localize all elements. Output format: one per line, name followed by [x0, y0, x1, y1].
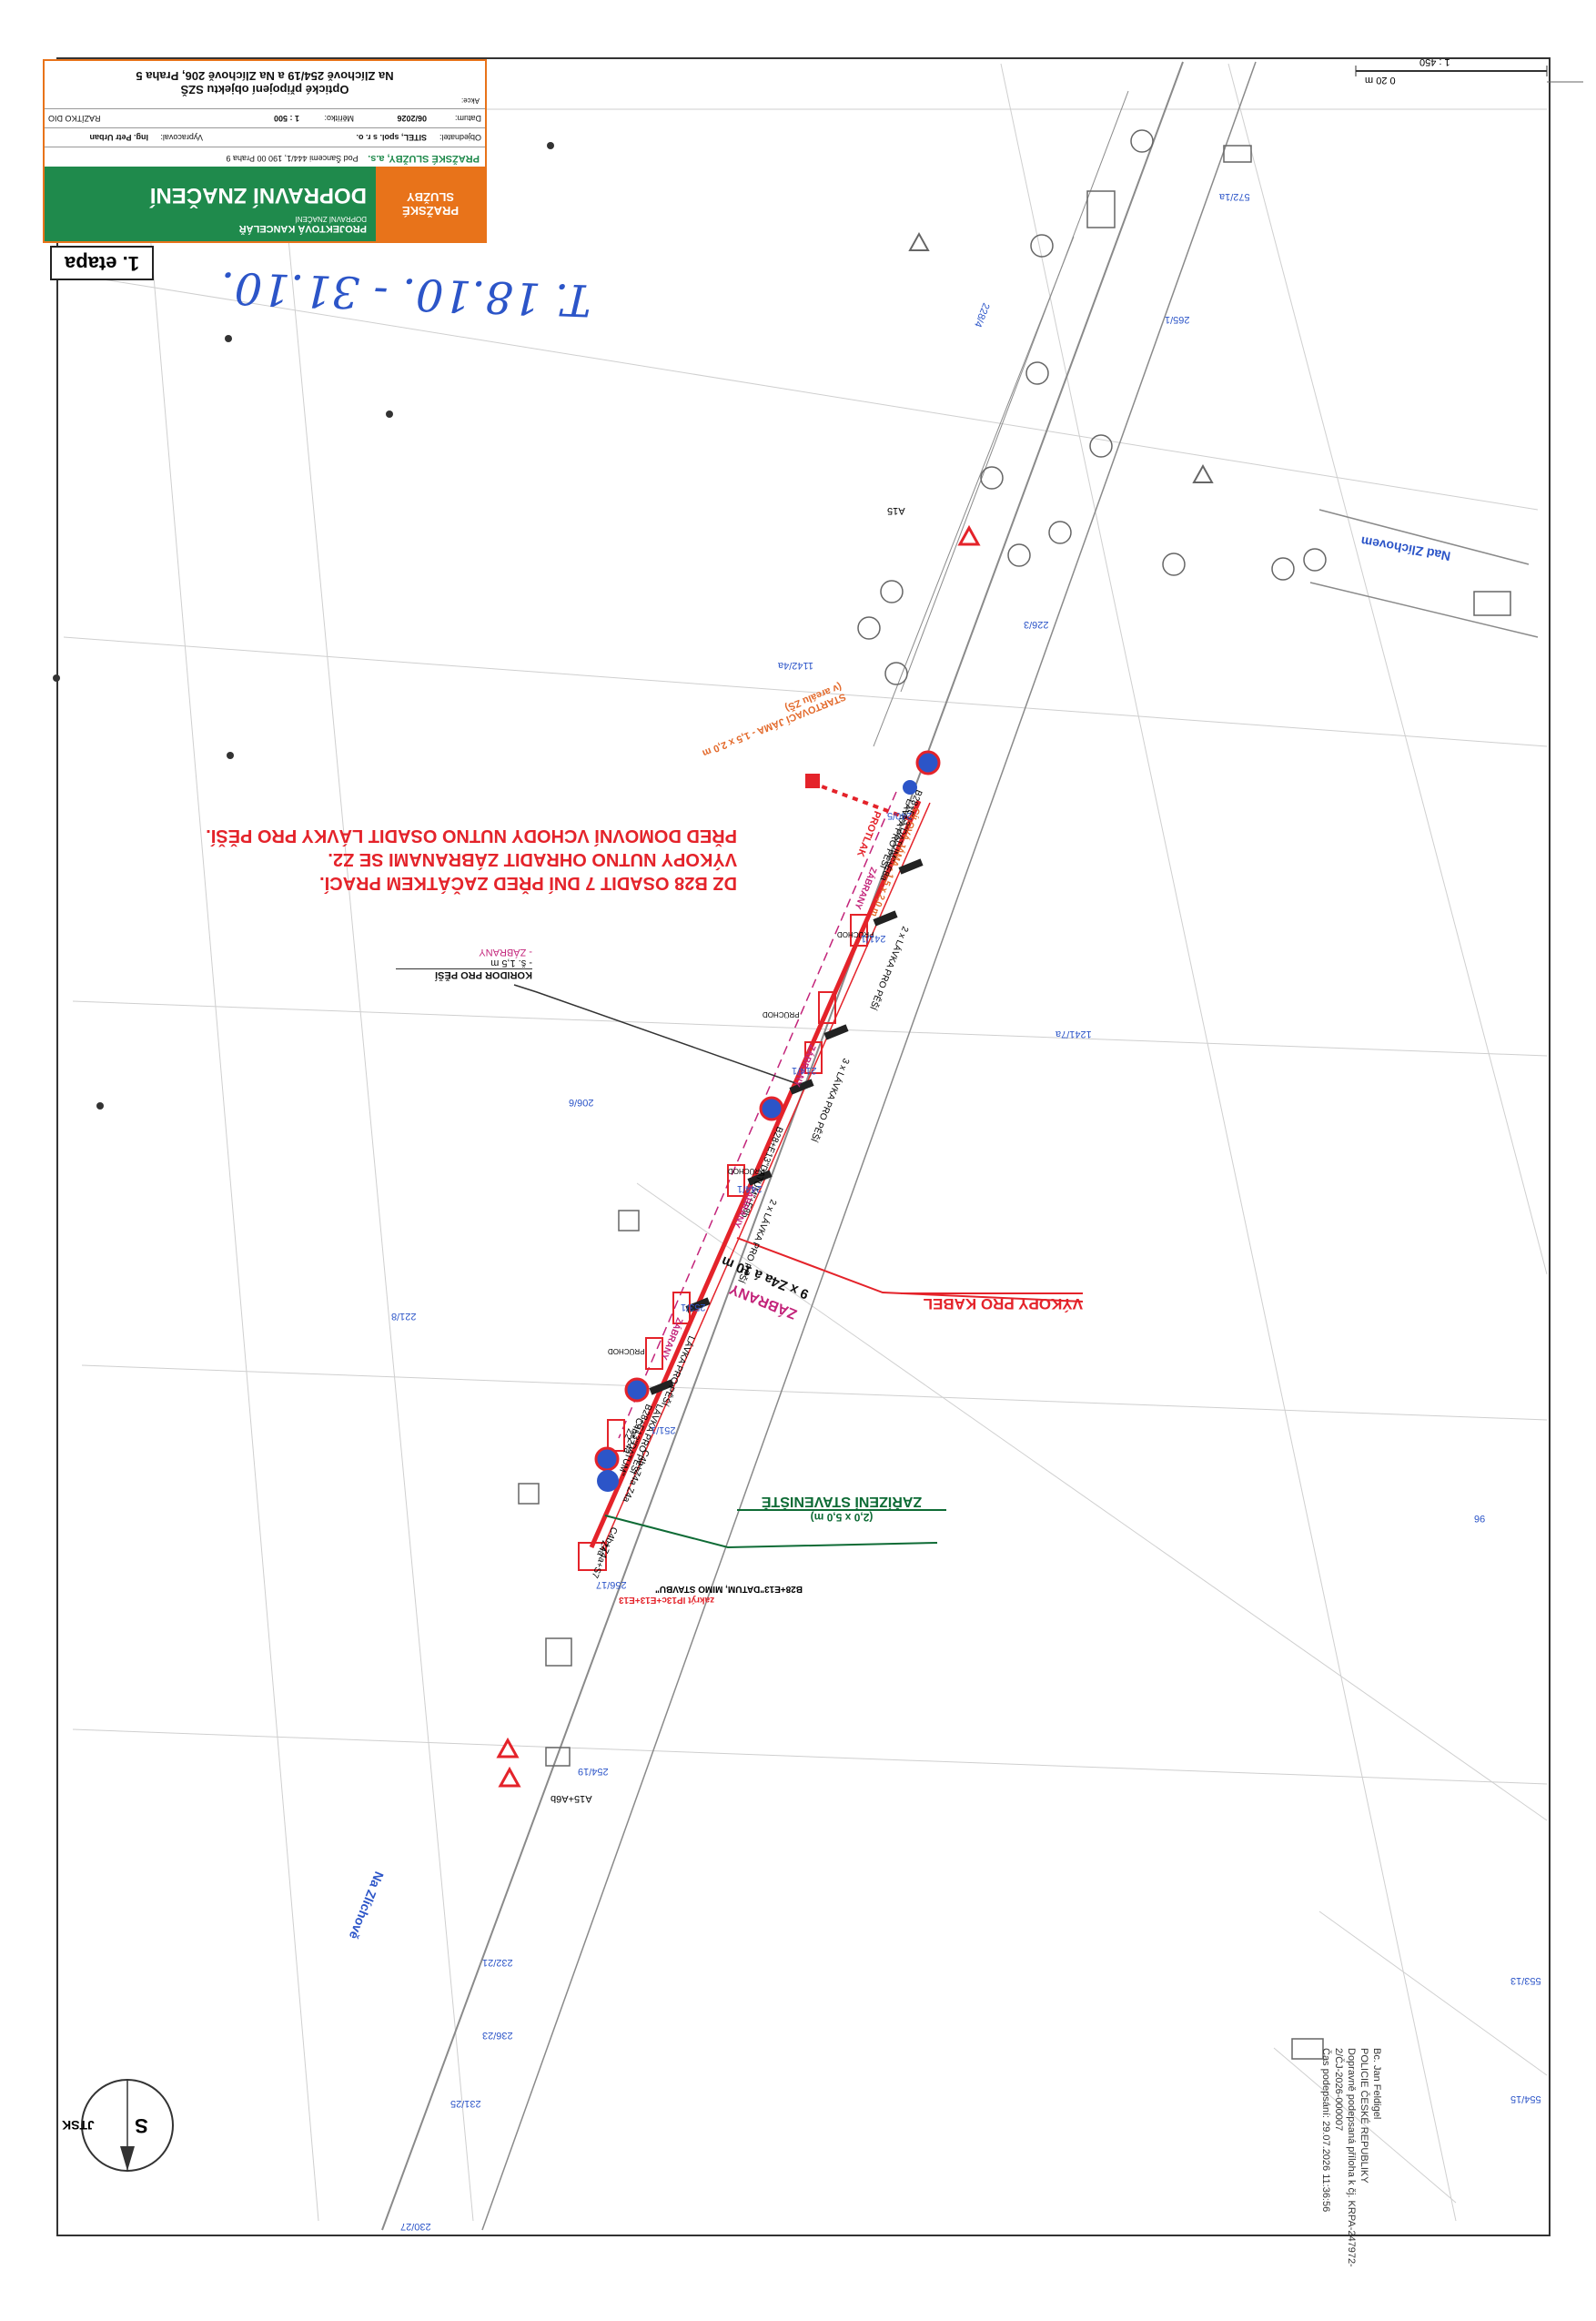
label-project: Akce: [460, 96, 480, 105]
brand-logo: PRAŽSKÉ SLUŽBY [376, 167, 485, 241]
parcel-1142-4a: 1142/4a [778, 660, 813, 671]
office-sub: DOPRAVNÍ ZNAČENÍ [295, 215, 367, 223]
map-symbols [518, 129, 1511, 2060]
parcel-241-1: 241/1 [861, 933, 886, 944]
title-brand-row: PRAŽSKÉ SLUŽBY PROJEKTOVÁ KANCELÁŘ DOPRA… [45, 167, 485, 241]
warning-sign-icon [908, 231, 930, 251]
parcel-231-25: 231/25 [450, 2098, 481, 2109]
zarizeni-callout: (2,0 x 5,0 m) ZAŘÍZENÍ STAVENIŠTĚ [737, 1493, 946, 1524]
project-line1: Optické připojení objektu SZŠ [180, 83, 349, 96]
footbridges [649, 858, 924, 1395]
label-investor: Objednatel: [439, 133, 481, 142]
office-name: PROJEKTOVÁ KANCELÁŘ [238, 223, 367, 234]
detour-sign-icon [597, 1470, 619, 1492]
parcel-251-1: 251/1 [651, 1424, 676, 1435]
no-parking-sign-icon [915, 750, 941, 775]
drawing-frame [56, 57, 1551, 2236]
koridor-callout: KORIDOR PRO PĚŠÍ - š. 1,5 m - ZÁBRANY [396, 947, 532, 980]
label-author: Vypracoval: [160, 133, 203, 142]
traffic-signs [496, 231, 1214, 1788]
parcel-244-1: 244/1 [737, 1183, 763, 1194]
scale-bar [1355, 66, 1548, 76]
vykopy-callout: VÝKOPY PRO KABEL [901, 1292, 1083, 1313]
label-pruchod-2: PRŮCHOD [763, 1010, 800, 1019]
parcel-265-1: 265/1 [1165, 314, 1190, 325]
label-mimo: B28+E13"DATUM, MIMO STAVBU" [655, 1584, 803, 1594]
north-letter: S [135, 2114, 148, 2137]
road-edges [381, 61, 1539, 2231]
brand-line2: SLUŽBY [407, 190, 454, 204]
north-system: JTSK [62, 2118, 95, 2133]
warning-sign-icon [957, 524, 981, 546]
north-arrow [81, 2079, 174, 2172]
parcel-206-6: 206/6 [569, 1097, 594, 1108]
investor: SITEL, spol. s r. o. [356, 133, 427, 142]
koridor-label: KORIDOR PRO PĚŠÍ [396, 968, 532, 980]
no-parking-sign-icon [759, 1096, 784, 1121]
parcel-214-1: 214/1 [792, 1065, 817, 1076]
label-a15: A15 [887, 505, 905, 516]
stage-label: 1. etapa [50, 246, 154, 280]
scale: 1 : 500 [273, 114, 299, 123]
label-pruchod-4: PRŮCHOD [608, 1347, 645, 1355]
parcel-236-23: 236/23 [482, 2030, 513, 2041]
leader-lines [513, 984, 1084, 1549]
parcel-230-27: 230/27 [400, 2221, 431, 2232]
traffic-plan-map [53, 57, 1583, 2236]
company-address: Pod Šancemi 444/1, 190 00 Praha 9 [226, 154, 359, 163]
warning-sign-icon [496, 1737, 520, 1758]
label-zakryt: zakrýt IP13c+E13+E13 [619, 1595, 715, 1605]
label-date: Datum: [454, 114, 481, 123]
date: 06/2026 [397, 114, 427, 123]
parcel-226-3: 226/3 [1024, 619, 1049, 630]
project-line2: Na Zlíchově 254/19 a Na Zlíchově 206, Pr… [136, 69, 394, 83]
label-pruchod-3: PRŮCHOD [728, 1167, 765, 1175]
parcel-553-13: 553/13 [1510, 1975, 1541, 1986]
parcel-232-21: 232/21 [482, 1957, 513, 1968]
koridor-zabrany: - ZÁBRANY [479, 947, 532, 958]
sign-icon [903, 780, 917, 795]
police-stamp: Bc. Jan Feldigel POLICIE ČESKÉ REPUBLIKY… [1319, 2048, 1383, 2321]
label-scale: Měřítko: [324, 114, 354, 123]
start-pit [805, 774, 820, 788]
title-block: PRAŽSKÉ SLUŽBY PROJEKTOVÁ KANCELÁŘ DOPRA… [43, 59, 487, 243]
warning-sign-icon [1192, 463, 1214, 483]
company-name: PRAŽSKÉ SLUŽBY, a.s. [368, 153, 480, 164]
parcel-253-1: 253/1 [681, 1302, 706, 1313]
parcel-221-8: 221/8 [391, 1311, 417, 1322]
stamp-line5: Čas podepsání: 29.07.2026 11:36:56 [1320, 2048, 1331, 2213]
parcel-254-19: 254/19 [578, 1766, 609, 1777]
parcel-1241-7a: 1241/7a [1056, 1029, 1092, 1039]
no-parking-sign-icon [594, 1446, 620, 1472]
brand-line1: PRAŽSKÉ [401, 204, 460, 218]
parcel-96: 96 [1474, 1513, 1486, 1524]
label-a15-a6b: A15+A6b [551, 1793, 592, 1804]
scale-bar-ratio: 1 : 450 [1419, 56, 1450, 67]
no-parking-sign-icon [624, 1377, 650, 1403]
stamp-line4: 2/ČJ-2026-000007 [1333, 2048, 1344, 2132]
stamp-line1: Bc. Jan Feldigel [1371, 2048, 1382, 2120]
parcel-256-17: 256/17 [596, 1579, 627, 1590]
label-stamp: RAZÍTKO DIO [48, 114, 101, 123]
main-notes: DZ B28 OSADIT 7 DNÍ PŘED ZAČÁTKEM PRACÍ.… [136, 824, 737, 895]
cadastral-lines [63, 63, 1548, 2222]
note-line2: VÝKOPY NUTNO OHRADIT ZÁBRANAMI SE Z2. [328, 849, 737, 869]
zarizeni-label: ZAŘÍZENÍ STAVENIŠTĚ [737, 1493, 946, 1511]
note-line3: PŘED DOMOVNÍ VCHODY NUTNO OSADIT LÁVKY P… [206, 826, 737, 846]
scale-bar-text: 0 20 m [1365, 75, 1396, 86]
parcel-240-5: 240/5 [887, 810, 913, 821]
stamp-line2: POLICIE ČESKÉ REPUBLIKY [1359, 2048, 1369, 2184]
koridor-width: - š. 1,5 m [490, 958, 532, 968]
drawing-title: DOPRAVNÍ ZNAČENÍ [149, 183, 367, 208]
roadworks-sign-icon [498, 1766, 521, 1788]
zarizeni-size: (2,0 x 5,0 m) [810, 1511, 874, 1524]
parcel-554-15: 554/15 [1510, 2093, 1541, 2104]
parcel-572-1a: 572/1a [1219, 191, 1250, 202]
note-line1: DZ B28 OSADIT 7 DNÍ PŘED ZAČÁTKEM PRACÍ. [319, 873, 737, 893]
stamp-line3: Dopravně podepsaná příloha k čj. KRPA-24… [1346, 2048, 1357, 2267]
author: Ing. Petr Urban [89, 133, 148, 142]
map-dots [53, 142, 554, 1110]
